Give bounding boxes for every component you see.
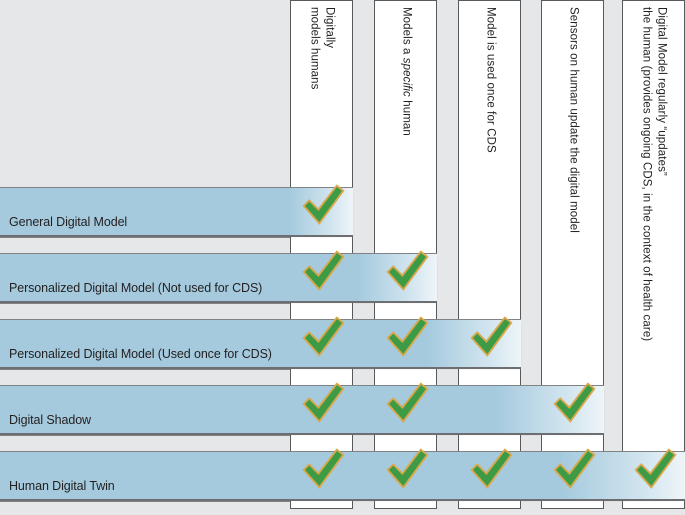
column-header-sensors-update-digital-model: Sensors on human update the digital mode… [565,7,580,233]
row-stripe-personalized-digital-model-not-used-for-cds: Personalized Digital Model (Not used for… [0,253,437,303]
row-stripe-general-digital-model: General Digital Model [0,187,353,237]
row-divider-top [0,253,437,254]
gutter-divider [0,303,290,304]
gutter-divider [0,435,290,436]
row-divider-bottom [0,433,604,435]
gutter-divider [0,369,290,370]
row-divider-bottom [0,301,437,303]
column-header-text-tail: human [399,96,412,136]
gutter-divider [0,237,290,238]
row-divider-bottom [0,235,353,237]
row-stripe-personalized-digital-model-used-once-for-cds: Personalized Digital Model (Used once fo… [0,319,521,369]
row-label-general-digital-model: General Digital Model [9,215,128,229]
row-divider-bottom [0,367,521,369]
row-divider-top [0,385,604,386]
column-header-digital-model-updates-human: Digital Model regularly “updates”the hum… [639,7,668,341]
row-divider-top [0,451,685,452]
column-panel-digital-model-updates-human: Digital Model regularly “updates”the hum… [622,0,685,509]
row-stripe-human-digital-twin: Human Digital Twin [0,451,685,501]
gutter-divider [0,501,290,502]
column-header-emphasis: specific [399,57,412,97]
row-label-human-digital-twin: Human Digital Twin [9,479,115,493]
column-header-line-2: models humans [308,7,321,90]
row-label-personalized-digital-model-not-used-for-cds: Personalized Digital Model (Not used for… [9,281,263,295]
column-header-line-1: Model is used once for CDS [483,7,496,153]
column-header-text: Models a [399,7,412,58]
column-header-model-used-once-for-cds: Model is used once for CDS [482,7,497,153]
row-divider-bottom [0,499,685,501]
column-header-line-1: Digitally [323,7,336,49]
column-header-line-2: the human (provides ongoing CDS, in the … [640,7,653,342]
row-divider-top [0,319,521,320]
row-divider-top [0,187,353,188]
column-header-line-1: Sensors on human update the digital mode… [566,7,579,233]
column-header-line-1: Digital Model regularly “updates” [655,7,668,176]
row-label-personalized-digital-model-used-once-for-cds: Personalized Digital Model (Used once fo… [9,347,272,361]
row-stripe-digital-shadow: Digital Shadow [0,385,604,435]
row-label-digital-shadow: Digital Shadow [9,413,91,427]
column-header-models-a-specific-human: Models a specific human [398,7,413,136]
